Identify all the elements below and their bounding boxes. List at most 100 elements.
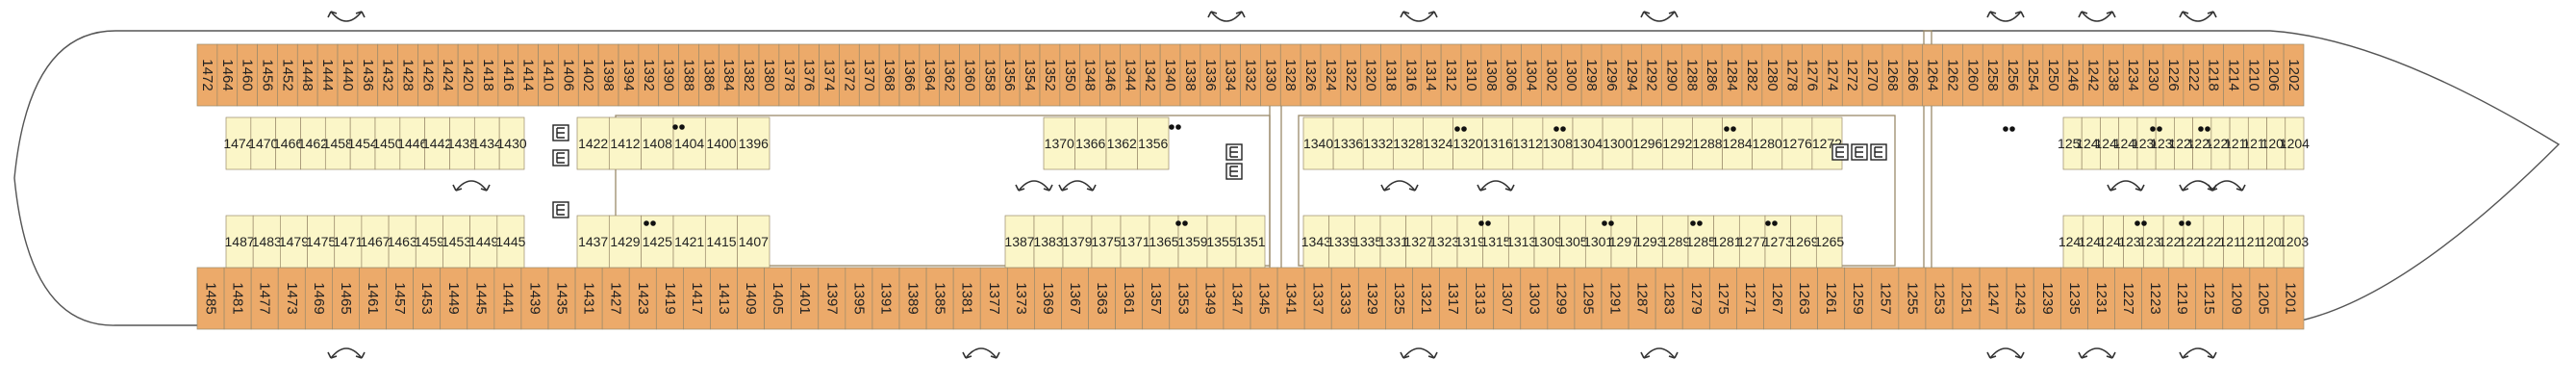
- cabin-box[interactable]: [307, 215, 336, 269]
- cabin-1353[interactable]: 1353: [1169, 267, 1198, 330]
- cabin-1277[interactable]: 1277: [1737, 215, 1767, 269]
- cabin-1207[interactable]: 1207: [2259, 215, 2289, 269]
- cabin-1286[interactable]: 1286: [1701, 43, 1723, 107]
- cabin-box[interactable]: [388, 215, 417, 269]
- cabin-1452[interactable]: 1452: [277, 43, 298, 107]
- cabin-box[interactable]: [1844, 267, 1873, 330]
- cabin-1269[interactable]: 1269: [1788, 215, 1819, 269]
- cabin-1434[interactable]: 1434: [472, 116, 502, 170]
- cabin-1428[interactable]: 1428: [397, 43, 418, 107]
- cabin-box[interactable]: [1062, 215, 1093, 269]
- cabin-1351[interactable]: 1351: [1235, 215, 1266, 269]
- cabin-box[interactable]: [1412, 267, 1440, 330]
- cabin-box[interactable]: [440, 267, 468, 330]
- cabin-box[interactable]: [2276, 267, 2305, 330]
- cabin-1324[interactable]: 1324: [1423, 116, 1453, 170]
- cabin-1366[interactable]: 1366: [898, 43, 921, 107]
- cabin-1261[interactable]: 1261: [1817, 267, 1846, 330]
- cabin-1360[interactable]: 1360: [959, 43, 980, 107]
- cabin-1255[interactable]: 1255: [1898, 267, 1927, 330]
- cabin-1299[interactable]: 1299: [1547, 267, 1576, 330]
- cabin-box[interactable]: [349, 116, 376, 170]
- cabin-box[interactable]: [1330, 267, 1359, 330]
- cabin-1473[interactable]: 1473: [277, 267, 306, 330]
- cabin-1444[interactable]: 1444: [316, 43, 339, 107]
- cabin-1215[interactable]: 1215: [2195, 267, 2224, 330]
- cabin-box[interactable]: [1456, 215, 1484, 269]
- cabin-box[interactable]: [334, 215, 363, 269]
- cabin-1216[interactable]: 1216: [2224, 116, 2254, 170]
- cabin-box[interactable]: [469, 215, 498, 269]
- cabin-box[interactable]: [473, 116, 500, 170]
- cabin-1415[interactable]: 1415: [704, 215, 739, 269]
- cabin-1475[interactable]: 1475: [306, 215, 336, 269]
- cabin-box[interactable]: [196, 267, 225, 330]
- cabin-1361[interactable]: 1361: [1115, 267, 1144, 330]
- cabin-1474[interactable]: 1474: [223, 116, 254, 170]
- cabin-1310[interactable]: 1310: [1460, 43, 1482, 107]
- cabin-1381[interactable]: 1381: [952, 267, 981, 330]
- cabin-box[interactable]: [1692, 116, 1723, 170]
- cabin-1358[interactable]: 1358: [979, 43, 1000, 107]
- cabin-1296[interactable]: 1296: [1631, 116, 1663, 170]
- cabin-1303[interactable]: 1303: [1520, 267, 1549, 330]
- cabin-1413[interactable]: 1413: [710, 267, 738, 330]
- cabin-box[interactable]: [386, 267, 414, 330]
- cabin-1416[interactable]: 1416: [497, 43, 519, 107]
- cabin-1436[interactable]: 1436: [357, 43, 379, 107]
- cabin-1459[interactable]: 1459: [415, 215, 444, 269]
- cabin-box[interactable]: [1925, 267, 1954, 330]
- cabin-1253[interactable]: 1253: [1925, 267, 1954, 330]
- cabin-1307[interactable]: 1307: [1493, 267, 1522, 330]
- cabin-1265[interactable]: 1265: [1814, 215, 1844, 269]
- cabin-box[interactable]: [374, 116, 401, 170]
- cabin-1431[interactable]: 1431: [574, 267, 603, 330]
- cabin-1290[interactable]: 1290: [1661, 43, 1682, 107]
- cabin-1258[interactable]: 1258: [1982, 43, 2004, 107]
- cabin-box[interactable]: [1006, 267, 1035, 330]
- cabin-1367[interactable]: 1367: [1061, 267, 1089, 330]
- cabin-box[interactable]: [672, 215, 706, 269]
- cabin-1344[interactable]: 1344: [1120, 43, 1141, 107]
- cabin-1350[interactable]: 1350: [1059, 43, 1081, 107]
- cabin-1395[interactable]: 1395: [845, 267, 873, 330]
- cabin-box[interactable]: [1206, 215, 1237, 269]
- cabin-1234[interactable]: 1234: [2122, 43, 2144, 107]
- cabin-1373[interactable]: 1373: [1006, 267, 1035, 330]
- cabin-1212[interactable]: 1212: [2242, 116, 2273, 170]
- cabin-1472[interactable]: 1472: [196, 43, 218, 107]
- cabin-1304[interactable]: 1304: [1572, 116, 1604, 170]
- cabin-box[interactable]: [1602, 116, 1633, 170]
- cabin-box[interactable]: [2283, 215, 2305, 269]
- cabin-box[interactable]: [2285, 116, 2305, 170]
- cabin-1257[interactable]: 1257: [1871, 267, 1900, 330]
- cabin-1209[interactable]: 1209: [2222, 267, 2251, 330]
- cabin-box[interactable]: [1392, 116, 1424, 170]
- cabin-box[interactable]: [467, 267, 495, 330]
- cabin-box[interactable]: [1722, 116, 1754, 170]
- cabin-1343[interactable]: 1343: [1301, 215, 1331, 269]
- cabin-1410[interactable]: 1410: [538, 43, 559, 107]
- cabin-1487[interactable]: 1487: [225, 215, 255, 269]
- cabin-1423[interactable]: 1423: [628, 267, 657, 330]
- cabin-1394[interactable]: 1394: [618, 43, 640, 107]
- cabin-1246[interactable]: 1246: [2062, 43, 2084, 107]
- cabin-1235[interactable]: 1235: [2059, 267, 2088, 330]
- cabin-1485[interactable]: 1485: [196, 267, 225, 330]
- cabin-1449[interactable]: 1449: [468, 215, 499, 269]
- cabin-1284[interactable]: 1284: [1722, 116, 1754, 170]
- cabin-1319[interactable]: 1319: [1455, 215, 1485, 269]
- cabin-box[interactable]: [818, 267, 846, 330]
- cabin-1250[interactable]: 1250: [2042, 43, 2064, 107]
- cabin-1227[interactable]: 1227: [2114, 267, 2142, 330]
- cabin-1330[interactable]: 1330: [1260, 43, 1281, 107]
- cabin-box[interactable]: [1512, 116, 1544, 170]
- cabin-1412[interactable]: 1412: [608, 116, 643, 170]
- cabin-box[interactable]: [2168, 267, 2197, 330]
- cabin-1202[interactable]: 1202: [2283, 43, 2305, 107]
- cabin-1372[interactable]: 1372: [839, 43, 860, 107]
- cabin-1463[interactable]: 1463: [388, 215, 417, 269]
- cabin-1223[interactable]: 1223: [2141, 267, 2169, 330]
- cabin-1340[interactable]: 1340: [1159, 43, 1181, 107]
- cabin-1263[interactable]: 1263: [1790, 267, 1818, 330]
